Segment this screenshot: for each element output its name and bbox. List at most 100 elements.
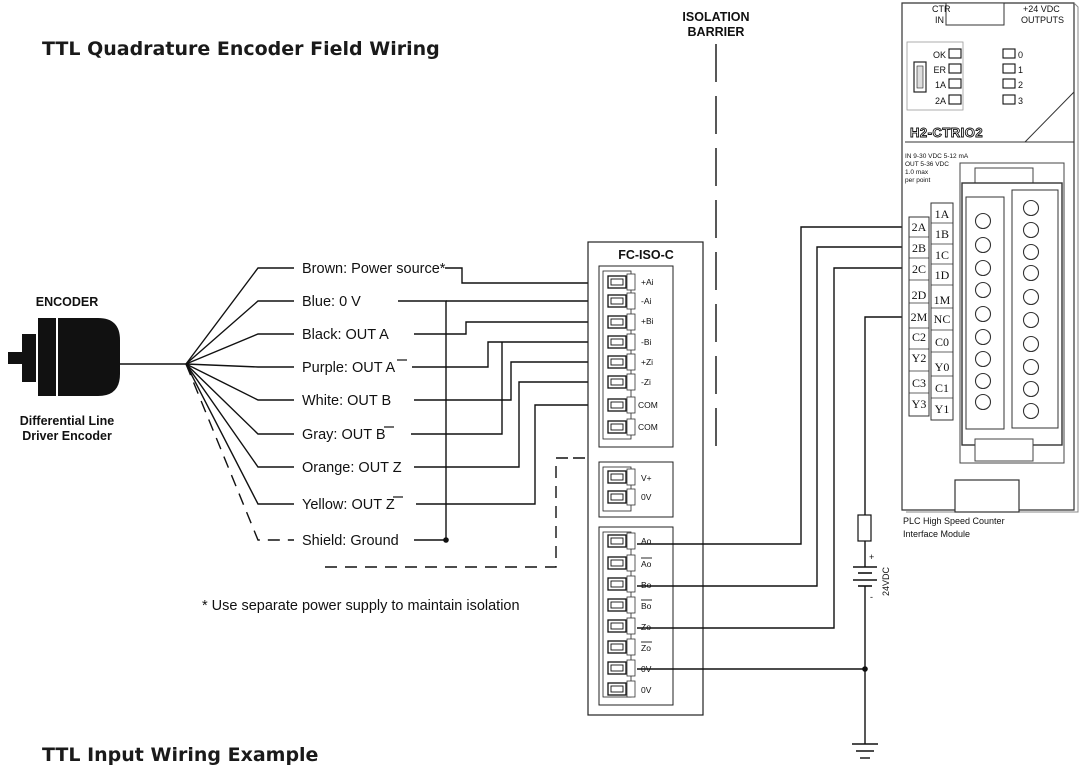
plc-screw-left-8 [974,393,992,411]
plc-screw-left-7 [974,372,992,390]
plc-term-2m: 2M [911,310,928,324]
plc-term-c0: C0 [935,335,949,349]
plc-term-2a: 2A [912,220,927,234]
status-led-left-2 [948,78,962,89]
led-label-3: 3 [1018,96,1023,106]
fan-wires [185,267,294,541]
fc-out-terminal-2 [607,575,636,593]
fc-out-label-1: Ao [641,559,652,569]
status-led-left-0 [948,48,962,59]
plc-out-label-1: +24 VDC [1023,4,1060,14]
supply-minus: - [870,592,873,602]
plc-term-c1: C1 [935,381,949,395]
fc-out-label-5: Zo [641,643,651,653]
ground-icon [852,743,878,759]
fc-out-label-0: Ao [641,536,652,546]
fc-pwr-terminal-1 [607,488,636,506]
fc-out-terminal-0 [607,532,636,550]
plc-screw-right-5 [1022,311,1040,329]
plc-screw-left-5 [974,328,992,346]
plc-term-y0: Y0 [935,360,950,374]
led-label-2: 2 [1018,80,1023,90]
plc-screw-left-6 [974,350,992,368]
plc-screw-right-0 [1022,199,1040,217]
wire-label-gray: Gray: OUT B [302,427,386,443]
plc-screw-right-1 [1022,221,1040,239]
fc-in-terminal-2 [607,313,636,331]
wire-label-brown: Brown: Power source* [302,261,446,277]
encoder-caption-2: Driver Encoder [22,429,112,443]
wire-label-blue: Blue: 0 V [302,294,361,310]
diagram-title: TTL Quadrature Encoder Field Wiring [42,38,440,60]
fc-out-terminal-7 [607,680,636,698]
encoder-icon [8,318,120,396]
supply-voltage: 24VDC [881,566,891,596]
led-label-er: ER [933,65,946,75]
fc-pwr-terminal-0 [607,468,636,486]
fc-out-terminal-1 [607,554,636,572]
plc-model: H2-CTRIO2 [910,125,983,140]
fc-out-terminal-6 [607,659,636,677]
wire-label-orange: Orange: OUT Z [302,460,402,476]
wire-label-black: Black: OUT A [302,327,389,343]
wire-label-white: White: OUT B [302,393,391,409]
plc-term-2c: 2C [912,262,926,276]
plc-ctr-label: CTR [932,4,951,14]
plc-screw-left-3 [974,281,992,299]
plc-term-1m: 1M [934,293,951,307]
fc-out-terminal-5 [607,638,636,656]
fc-in-label-6: COM [638,400,658,410]
led-label-1: 1 [1018,65,1023,75]
fc-in-label-0: +Ai [641,277,654,287]
plc-caption-1: PLC High Speed Counter [903,516,1005,526]
isolation-label-1: ISOLATION [682,10,749,24]
footer-title: TTL Input Wiring Example [42,744,318,766]
fc-out-label-2: Bo [641,580,652,590]
fc-in-terminal-4 [607,353,636,371]
plc-term-nc: NC [934,312,951,326]
plc-term-1d: 1D [935,268,950,282]
wire-label-yellow: Yellow: OUT Z [302,497,395,513]
plc-screw-left-0 [974,212,992,230]
led-label-2a: 2A [935,96,946,106]
fc-pwr-label-1: 0V [641,492,652,502]
left-barrier-dash [325,457,573,568]
plc-term-y2: Y2 [912,351,927,365]
fc-iso-name: FC-ISO-C [618,248,674,262]
led-label-ok: OK [933,50,946,60]
plc-screw-right-2 [1022,243,1040,261]
plc-screw-right-6 [1022,335,1040,353]
input-routing [398,267,601,541]
plc-term-y3: Y3 [912,397,927,411]
plc-caption-2: Interface Module [903,529,970,539]
plc-term-2d: 2D [912,288,927,302]
plc-screw-right-9 [1022,402,1040,420]
plc-spec-4: per point [905,177,930,184]
fc-out-terminal-3 [607,596,636,614]
plc-screw-right-7 [1022,358,1040,376]
status-led-right-1 [1002,63,1016,74]
plc-spec-3: 1.0 max [905,169,929,176]
isolation-label-2: BARRIER [688,25,745,39]
plc-term-1c: 1C [935,248,949,262]
ground-junction-dot [443,537,449,543]
plc-term-c3: C3 [912,376,926,390]
wire-label-purple: Purple: OUT A [302,360,396,376]
plc-module [901,2,1079,513]
plc-term-1b: 1B [935,227,949,241]
fc-out-label-4: Zo [641,622,651,632]
output-routing [637,226,909,670]
fc-in-terminal-0 [607,273,636,291]
plc-spec-1: IN 9-30 VDC 5-12 mA [905,153,969,160]
plc-term-col-right [930,202,954,421]
fc-in-terminal-6 [607,396,636,414]
status-led-right-3 [1002,94,1016,105]
status-led-left-1 [948,63,962,74]
plc-screw-right-4 [1022,288,1040,306]
fc-out-label-3: Bo [641,601,652,611]
fc-in-terminal-3 [607,333,636,351]
encoder-heading: ENCODER [36,295,99,309]
plc-term-1a: 1A [935,207,950,221]
fc-in-terminal-7 [607,418,636,436]
